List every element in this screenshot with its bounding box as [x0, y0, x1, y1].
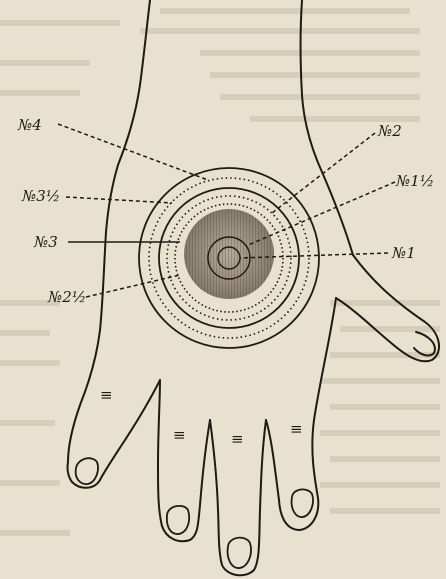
label-n3: №3 — [33, 233, 58, 251]
label-n1half: №1½ — [395, 172, 434, 190]
knuckle-mark-ring: ≡ — [173, 426, 186, 444]
label-n2half: №2½ — [47, 288, 86, 306]
knuckle-mark-middle: ≡ — [231, 430, 244, 448]
index-finger-nail — [292, 489, 313, 517]
label-n1: №1 — [391, 244, 416, 262]
middle-finger-nail — [228, 538, 251, 568]
label-n2: №2 — [377, 122, 402, 140]
leader-n3half — [66, 197, 172, 203]
label-n3half: №3½ — [21, 187, 60, 205]
leader-n2 — [272, 133, 375, 213]
lesion-hatching — [184, 209, 274, 299]
knuckle-marks: ≡ ≡ ≡ ≡ — [100, 386, 303, 448]
concentric-zones — [139, 168, 319, 348]
little-finger-nail — [76, 458, 98, 484]
leader-n2half — [86, 275, 180, 297]
knuckle-mark-little: ≡ — [100, 386, 113, 404]
ring-finger-nail — [167, 506, 189, 534]
fingernails — [76, 458, 313, 568]
knuckle-mark-index: ≡ — [290, 420, 303, 438]
leader-n4 — [58, 124, 208, 180]
label-n4: №4 — [17, 116, 42, 134]
